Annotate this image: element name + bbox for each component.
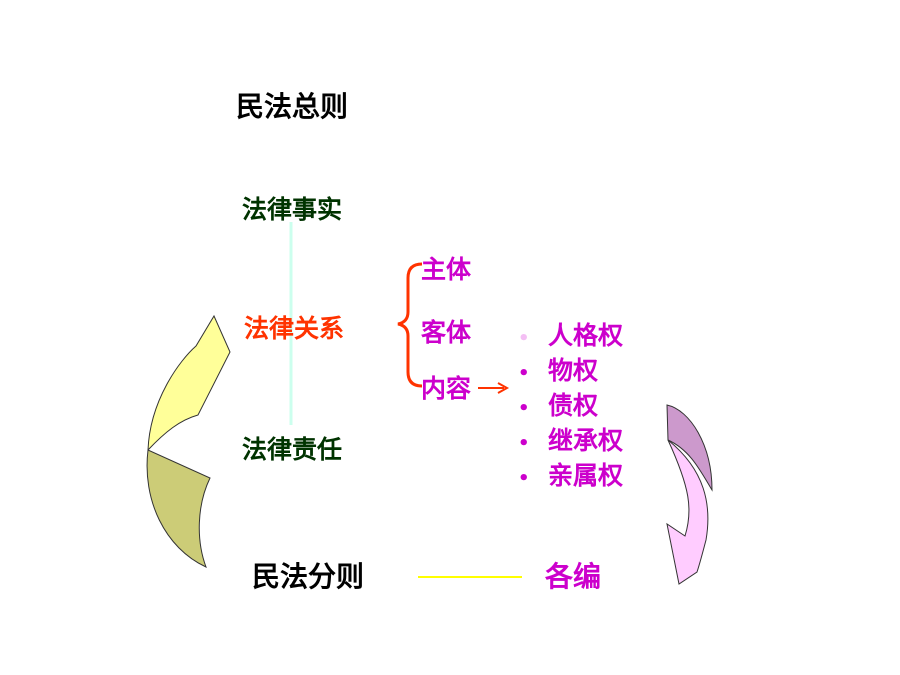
rights-list: • 人格权 • 物权 • 债权 • 继承权 • 亲属权 [515,318,623,493]
content-label: 内容 [421,374,472,403]
subject-label: 主体 [421,255,472,284]
right-arrow-icon [478,382,510,394]
bullet-icon: • [518,363,530,384]
civil-code-parts-label: 民法分则 [252,560,365,593]
list-item: • 人格权 [515,318,623,353]
list-item: • 亲属权 [515,458,623,493]
bullet-icon: • [518,433,530,454]
right-label: 债权 [548,391,599,420]
list-item: • 继承权 [515,423,623,458]
legal-responsibility-label: 法律责任 [242,435,343,464]
bullet-icon: • [518,398,530,419]
list-item: • 债权 [515,388,623,423]
curved-arrow-down-icon [666,404,713,585]
legal-fact-label: 法律事实 [242,195,343,224]
curved-arrow-up-icon [146,314,231,568]
list-item: • 物权 [515,353,623,388]
object-label: 客体 [421,318,472,347]
right-label: 亲属权 [548,461,624,490]
brace-bracket-icon [397,262,423,388]
legal-relation-label: 法律关系 [244,314,345,343]
right-label: 物权 [548,356,599,385]
bullet-icon: • [518,468,530,489]
right-label: 人格权 [548,321,624,350]
page-title: 民法总则 [236,90,349,123]
bullet-icon: • [518,328,530,349]
books-label: 各编 [545,560,602,593]
right-label: 继承权 [548,426,624,455]
